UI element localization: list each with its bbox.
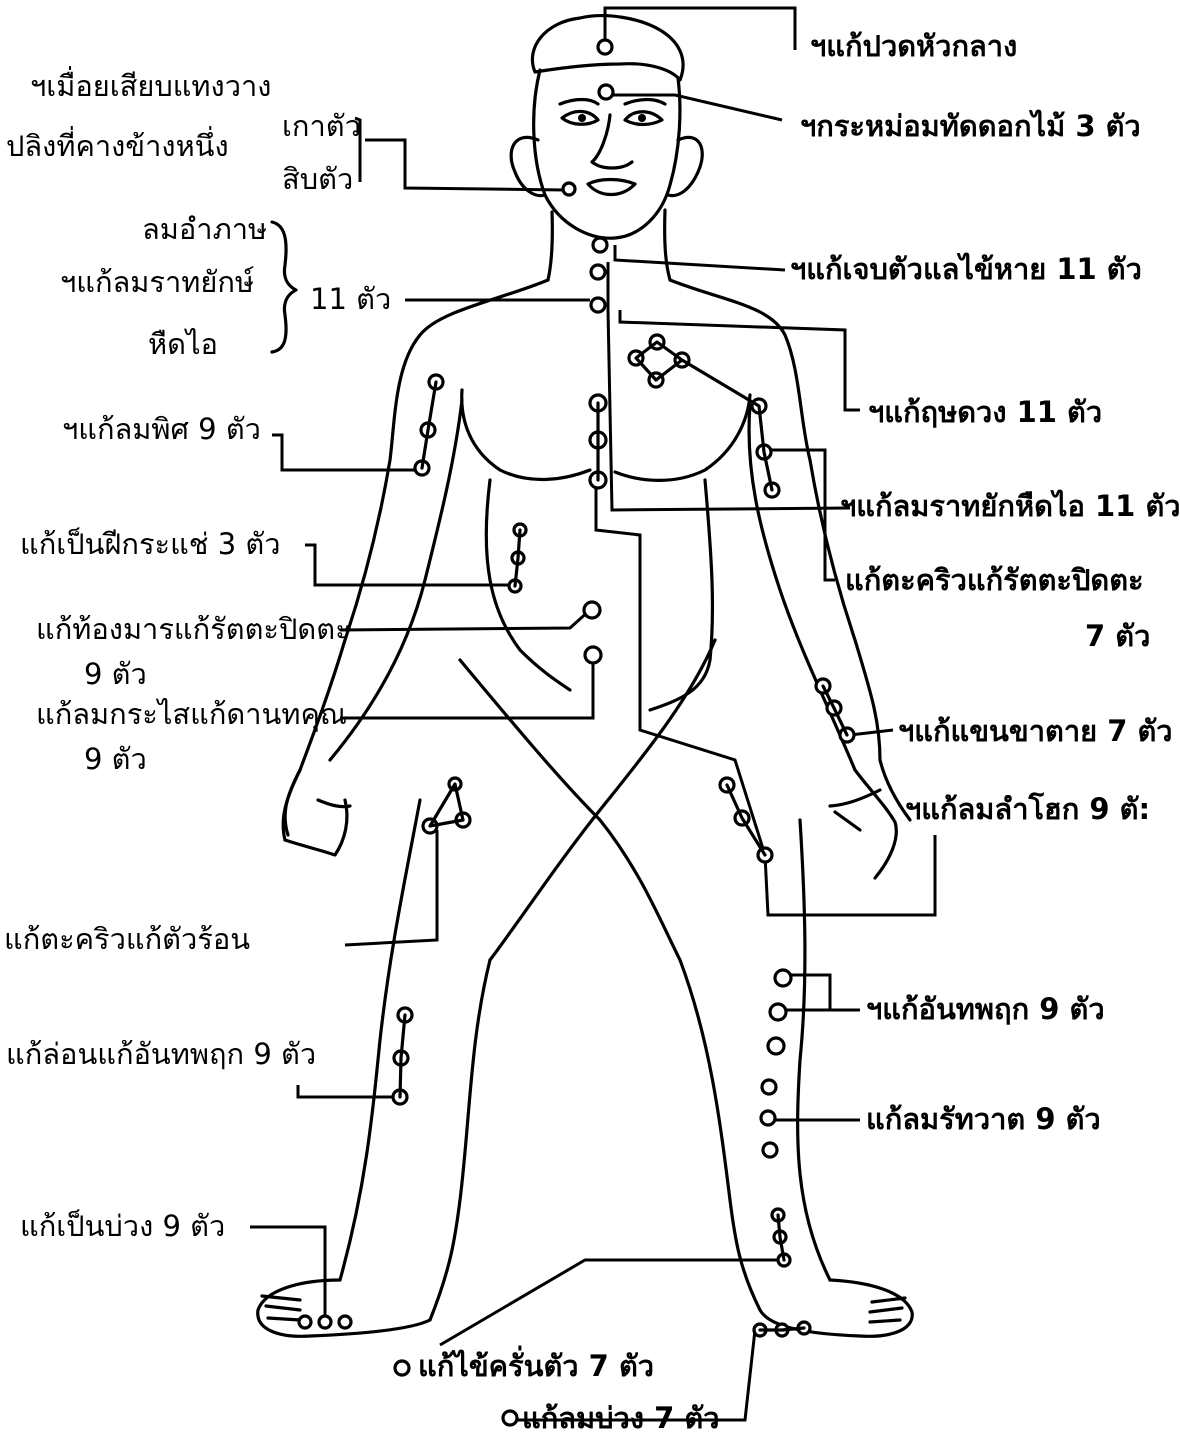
left-eyebrow <box>560 100 598 105</box>
leader-leg-left <box>298 1085 400 1097</box>
label-nine-points: เกาตัว <box>282 112 361 141</box>
right-shoulder-arm <box>670 280 910 820</box>
label-lom-rattawat: แก้ลมรัทวาต 9 ตัว <box>866 1105 1101 1134</box>
label-stiff-jaw-1: ฯเมื่อยเสียบแทงวาง <box>30 72 271 101</box>
label-leg-left: แก้ล่อนแก้อันทพฤก 9 ตัว <box>6 1040 316 1069</box>
label-fever-death: ฯแก้เจบตัวแลไข้หาย 11 ตัว <box>790 255 1142 284</box>
pelvis-line-b <box>490 640 715 960</box>
leader-shiver <box>440 1260 785 1345</box>
label-lom-ampat: ลมอำภาษ <box>142 215 267 244</box>
right-leg-outer <box>798 820 830 1280</box>
label-numb-left: แก้เป็นบ่วง 9 ตัว <box>20 1212 225 1241</box>
label-abscess: แก้เป็นฝีกระแช่ 3 ตัว <box>20 530 280 559</box>
label-ten-points: สิบตัว <box>282 165 353 194</box>
neck-left <box>548 212 552 280</box>
label-cramp-heat: แก้ตะคริวแก้ตัวร้อน <box>4 925 250 954</box>
label-convulsion-arm-1: แก้ตะคริวแก้รัตตะปิดตะ <box>845 566 1144 595</box>
label-shiver-fever: แก้ไข้ครั่นตัว 7 ตัว <box>418 1352 654 1381</box>
label-convulsion-arm-2: 7 ตัว <box>1085 622 1150 651</box>
left-pupil <box>578 114 586 122</box>
label-flower-bunch: ฯกระหม่อมทัดดอกไม้ 3 ตัว <box>800 112 1141 141</box>
left-ear <box>511 137 545 195</box>
leader-lomkrasai <box>340 655 593 718</box>
label-lom-krasai-1: แก้ลมกระไสแก้ดานทคุณ <box>36 700 347 729</box>
bracket-brace <box>272 222 296 352</box>
left-inner-arm <box>330 400 462 760</box>
label-lom-buang: แก้ลมบ่วง 7 ตัว <box>522 1404 719 1433</box>
nose <box>592 115 632 168</box>
left-shoulder-arm <box>283 280 548 840</box>
right-leg-inner <box>680 960 760 1310</box>
leader-fever <box>615 245 785 270</box>
leader-abscess <box>305 545 512 585</box>
leader-convulsion <box>770 450 835 580</box>
left-chest <box>462 390 590 479</box>
label-tuberculosis: ฯแก้ฤษดวง 11 ตัว <box>868 398 1102 427</box>
left-hand <box>285 770 350 855</box>
leader-lompit <box>272 435 418 470</box>
label-huet-ai: หืดไอ <box>148 330 218 359</box>
label-lom-krasai-2: 9 ตัว <box>84 745 147 774</box>
label-belly-2: 9 ตัว <box>84 660 147 689</box>
leader-leg-right <box>785 975 860 1010</box>
label-asthma-right: ฯแก้ลมราทยักหืดไอ 11 ตัว <box>840 492 1180 521</box>
pelvis-line-a <box>460 660 680 960</box>
right-chest <box>615 395 750 480</box>
label-lom-pit: ฯแก้ลมพิศ 9 ตัว <box>62 415 261 444</box>
left-leg-outer <box>340 800 420 1280</box>
right-pupil <box>638 114 646 122</box>
leader-head-center <box>605 8 795 50</box>
label-lom-rachayak: ฯแก้ลมราทยักษ์ <box>60 268 254 297</box>
right-eyebrow <box>625 100 665 105</box>
label-arm-paralysis: ฯแก้แขนขาตาย 7 ตัว <box>898 717 1173 746</box>
label-eleven: 11 ตัว <box>310 285 391 314</box>
label-leg-right: ฯแก้อันทพฤก 9 ตัว <box>866 995 1105 1024</box>
leader-belly <box>340 610 590 630</box>
neck-right <box>665 210 670 280</box>
mouth <box>588 180 635 195</box>
leader-arm <box>850 730 893 735</box>
label-belly-1: แก้ท้องมารแก้รัตตะปิดตะ <box>36 615 351 644</box>
right-hand <box>830 770 896 878</box>
torso-right <box>650 480 712 710</box>
label-lom-lamok: ฯแก้ลมลำโฮก 9 ตั: <box>905 795 1150 824</box>
acupoints <box>299 40 854 1425</box>
left-leg-inner <box>430 960 490 1320</box>
label-head-center: ฯแก้ปวดหัวกลาง <box>810 32 1017 61</box>
leader-cramp <box>345 830 437 945</box>
label-stiff-jaw-2: ปลิงที่คางข้างหนึ่ง <box>6 132 229 161</box>
